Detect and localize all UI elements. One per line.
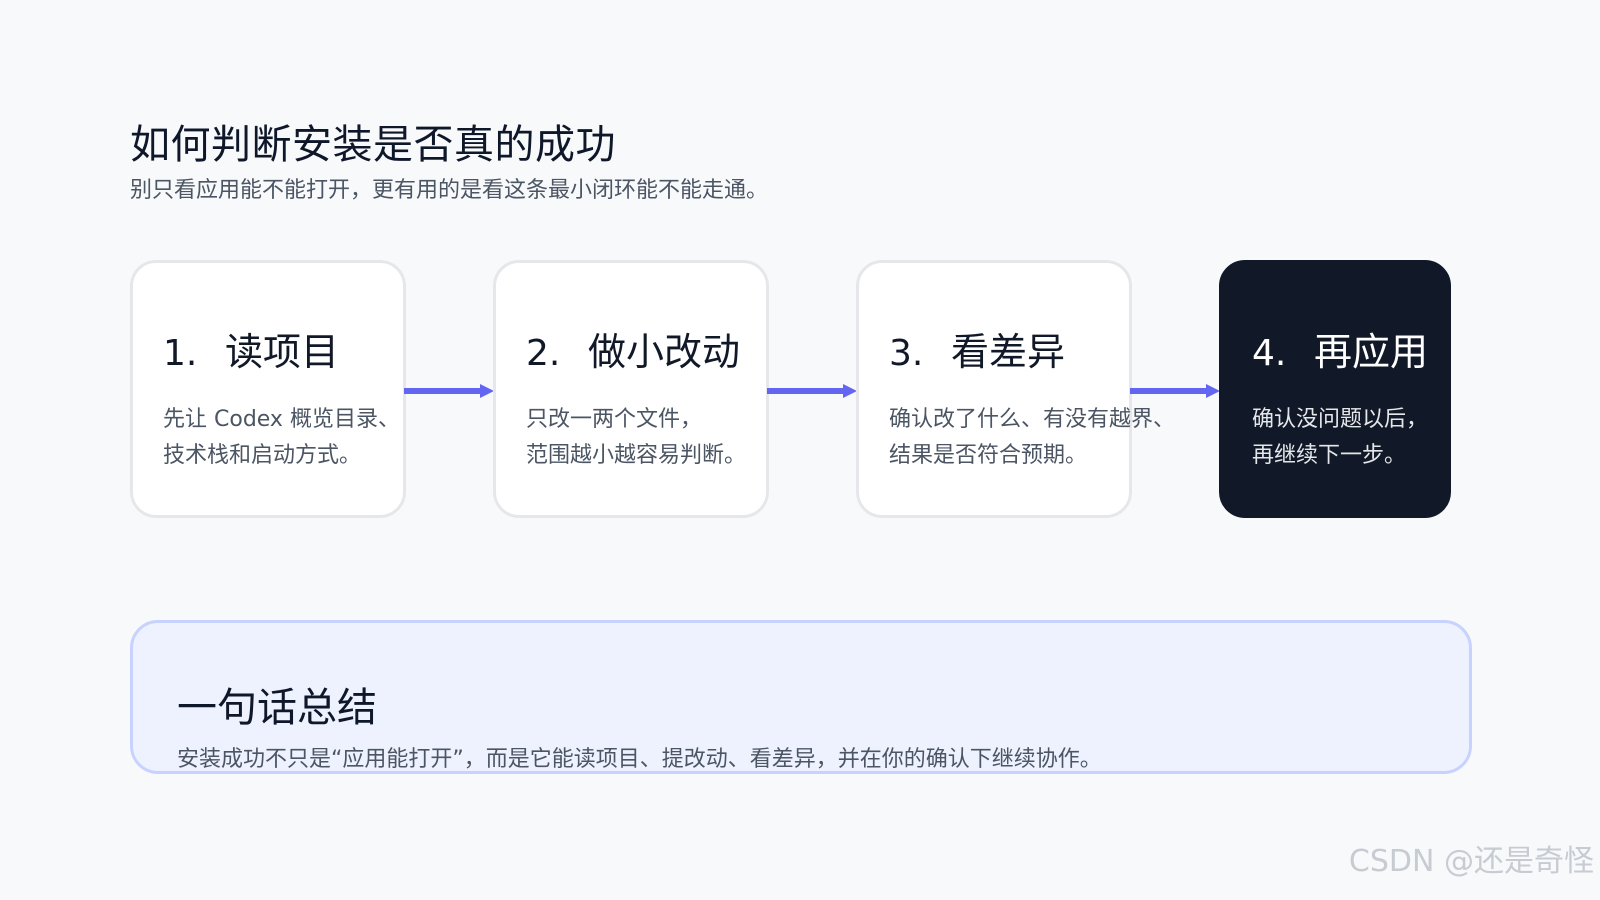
step-number: 3. xyxy=(889,333,924,374)
summary-text: 安装成功不只是“应用能打开”，而是它能读项目、提改动、看差异，并在你的确认下继续… xyxy=(177,747,1102,772)
step-number: 2. xyxy=(526,333,561,374)
step-title: 2. 做小改动 xyxy=(526,321,766,376)
watermark: CSDN @还是奇怪 xyxy=(1348,844,1594,879)
step-number: 1. xyxy=(163,333,198,374)
step-title: 3. 看差异 xyxy=(889,321,1129,376)
step-label: 读项目 xyxy=(225,330,340,374)
step-card-4: 4. 再应用 确认没问题以后， 再继续下一步。 xyxy=(1219,260,1451,518)
page-title: 如何判断安装是否真的成功 xyxy=(130,122,616,168)
step-description-line: 先让 Codex 概览目录、 xyxy=(163,407,400,432)
step-description: 先让 Codex 概览目录、 技术栈和启动方式。 xyxy=(163,402,403,474)
step-description-line: 确认改了什么、有没有越界、 xyxy=(889,407,1176,432)
step-card-2: 2. 做小改动 只改一两个文件， 范围越小越容易判断。 xyxy=(493,260,769,518)
step-title: 4. 再应用 xyxy=(1252,321,1448,376)
step-label: 再应用 xyxy=(1314,330,1429,374)
step-description-line: 再继续下一步。 xyxy=(1252,443,1407,468)
arrow-connector-3 xyxy=(1130,384,1220,398)
step-description-line: 只改一两个文件， xyxy=(526,407,703,432)
step-description-line: 结果是否符合预期。 xyxy=(889,443,1088,468)
arrow-right-icon xyxy=(1130,384,1220,398)
page-subtitle: 别只看应用能不能打开，更有用的是看这条最小闭环能不能走通。 xyxy=(130,178,769,203)
step-description: 确认改了什么、有没有越界、 结果是否符合预期。 xyxy=(889,402,1176,474)
arrow-right-icon xyxy=(404,384,494,398)
step-number: 4. xyxy=(1252,333,1287,374)
arrow-connector-1 xyxy=(404,384,494,398)
step-card-3: 3. 看差异 确认改了什么、有没有越界、 结果是否符合预期。 xyxy=(856,260,1176,518)
step-description-line: 技术栈和启动方式。 xyxy=(163,443,362,468)
summary-box: 一句话总结 安装成功不只是“应用能打开”，而是它能读项目、提改动、看差异，并在你… xyxy=(130,620,1472,774)
step-description: 确认没问题以后， 再继续下一步。 xyxy=(1252,402,1448,474)
arrow-right-icon xyxy=(767,384,857,398)
step-label: 看差异 xyxy=(951,330,1066,374)
summary-title: 一句话总结 xyxy=(177,685,377,731)
arrow-connector-2 xyxy=(767,384,857,398)
step-card-1: 1. 读项目 先让 Codex 概览目录、 技术栈和启动方式。 xyxy=(130,260,406,518)
step-description: 只改一两个文件， 范围越小越容易判断。 xyxy=(526,402,766,474)
step-description-line: 范围越小越容易判断。 xyxy=(526,443,747,468)
step-description-line: 确认没问题以后， xyxy=(1252,407,1429,432)
step-title: 1. 读项目 xyxy=(163,321,403,376)
step-label: 做小改动 xyxy=(588,330,741,374)
